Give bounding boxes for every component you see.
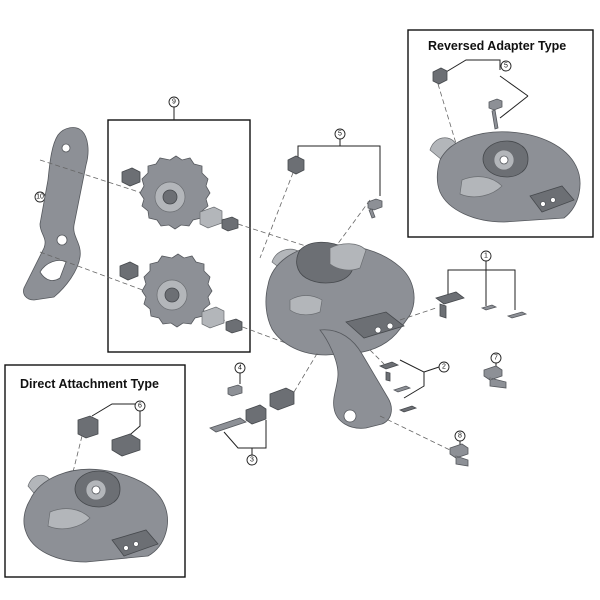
callout-5-reversed-label: 5: [504, 63, 508, 70]
callout-10-label: 10: [36, 194, 44, 201]
main-adapter-bolt: [367, 198, 383, 219]
b-tension-screw: [227, 384, 243, 397]
callout-2: 2: [399, 359, 450, 399]
direct-mount-washer: [77, 415, 99, 439]
adapter-bolt: [488, 98, 503, 130]
cable-adjuster-nut: [269, 387, 295, 411]
callout-4-label: 4: [238, 365, 242, 372]
lower-pulley-wheel: [141, 253, 213, 328]
reversed-adapter-title: Reversed Adapter Type: [428, 39, 566, 53]
callout-5-main-label: 5: [338, 131, 342, 138]
cable-adjuster-spring: [245, 404, 267, 425]
derailleur-cage-tab: [319, 329, 392, 429]
pulley-box: 9: [107, 96, 251, 353]
clamp-plate: [435, 291, 465, 319]
callout-2-label: 2: [442, 364, 446, 371]
callout-1-label: 1: [484, 253, 488, 260]
callout-5-reversed: 5: [445, 59, 529, 119]
direct-mount-bolt: [111, 433, 141, 457]
pulley-box-frame: [107, 119, 251, 353]
lower-pulley-assembly: [119, 253, 243, 334]
callout-7: 7: [490, 352, 502, 372]
upper-pulley-washer: [121, 167, 141, 187]
callout-6: 6: [91, 400, 146, 441]
direct-attachment-title: Direct Attachment Type: [20, 377, 159, 391]
clamp-screw-b: [506, 311, 528, 319]
callout-9-label: 9: [172, 99, 176, 106]
lower-pulley-cap: [225, 318, 243, 334]
limit-screw-c: [398, 405, 418, 413]
direct-attachment-frame: [4, 364, 186, 578]
bracket-cutout: [39, 260, 67, 281]
adapter-nut: [432, 67, 448, 85]
callout-4: 4: [234, 362, 246, 384]
lower-pulley-washer: [119, 261, 139, 281]
callout-8: 8: [454, 430, 466, 448]
callout-6-label: 6: [138, 403, 142, 410]
bracket-hole-bottom: [56, 234, 68, 246]
callout-3-label: 3: [250, 457, 254, 464]
clamp-screw-a: [480, 304, 498, 311]
reversed-adapter-derailleur: [429, 131, 581, 223]
bracket-hole-top: [61, 143, 71, 153]
limit-screw-b: [392, 385, 412, 393]
upper-pulley-assembly: [121, 155, 239, 232]
upper-pulley-wheel: [139, 155, 211, 230]
cable-adjuster-barrel: [209, 417, 247, 433]
callout-5-main: 5: [297, 128, 381, 196]
reversed-adapter-frame: [407, 29, 594, 238]
limit-screw-a: [378, 361, 400, 382]
cage-stop-bolt: [449, 443, 469, 467]
direct-attachment-box: Direct Attachment Type 6: [4, 364, 186, 578]
reversed-adapter-box: Reversed Adapter Type 5: [407, 29, 594, 238]
callout-3: 3: [223, 420, 267, 466]
main-adapter-nut: [287, 155, 305, 175]
callout-8-label: 8: [458, 433, 462, 440]
main-derailleur-body: [265, 241, 415, 429]
callout-1: 1: [447, 250, 516, 310]
callout-7-label: 7: [494, 355, 498, 362]
lower-pulley-bushing: [201, 306, 225, 329]
upper-pulley-cap: [221, 216, 239, 232]
mounting-bolt: [483, 365, 507, 389]
direct-attachment-derailleur: [23, 468, 168, 563]
